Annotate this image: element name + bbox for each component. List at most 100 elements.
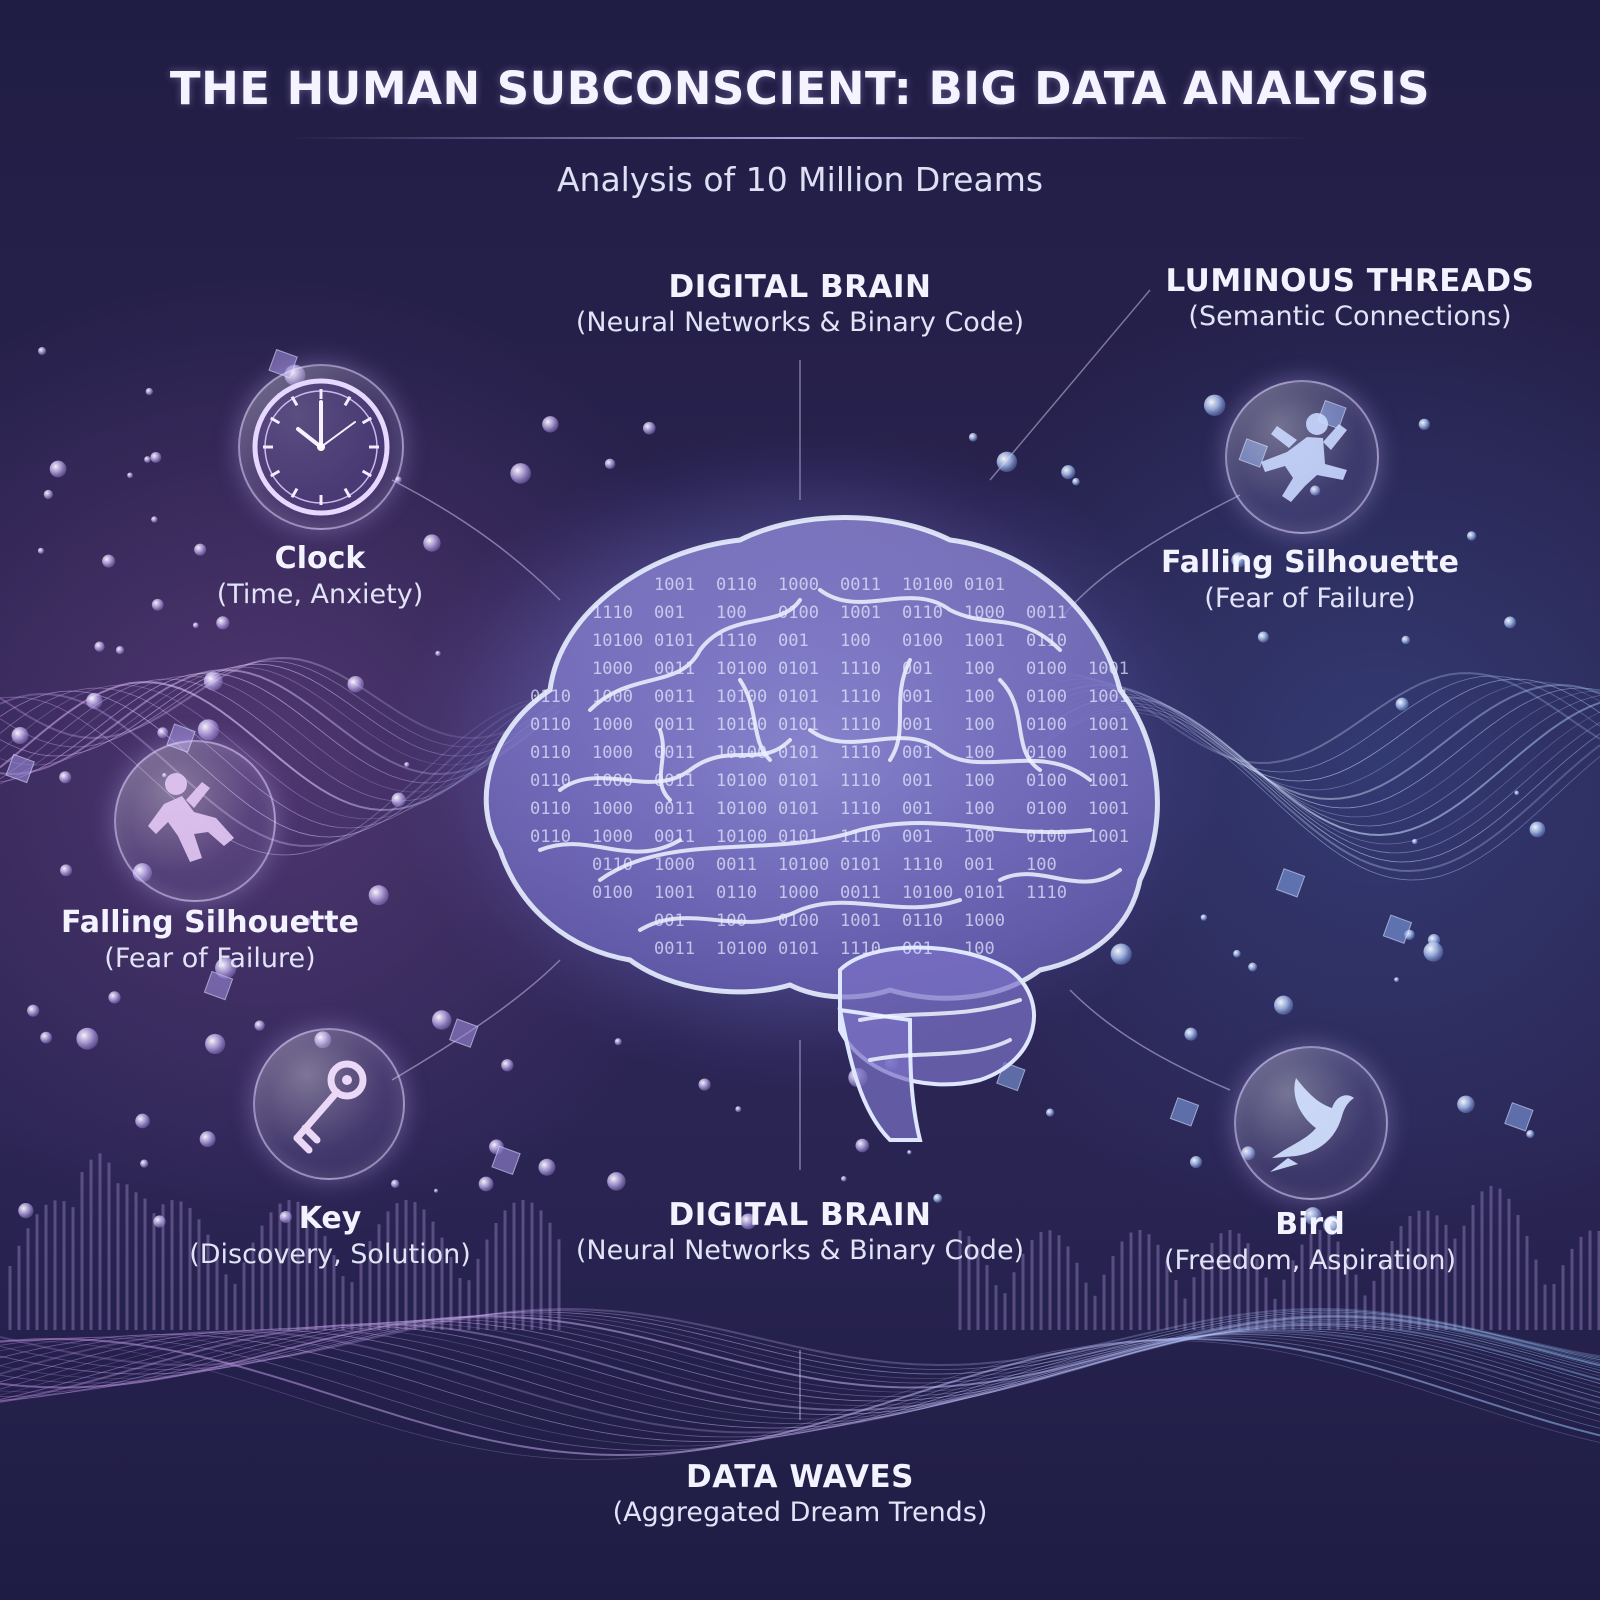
svg-text:1000: 1000 [592, 799, 633, 819]
falling-person-icon [148, 773, 234, 862]
svg-text:0011: 0011 [654, 743, 695, 763]
label-name: DIGITAL BRAIN [668, 1197, 932, 1233]
svg-text:001: 001 [902, 771, 933, 791]
bottom-data-waves [0, 1307, 1600, 1460]
title-divider [290, 137, 1310, 139]
svg-text:10100: 10100 [716, 687, 767, 707]
svg-text:0110: 0110 [530, 799, 571, 819]
digital-brain-bottom-label: DIGITAL BRAIN (Neural Networks & Binary … [480, 1196, 1120, 1268]
svg-text:0011: 0011 [840, 575, 881, 595]
svg-text:0011: 0011 [654, 827, 695, 847]
svg-text:1001: 1001 [1088, 799, 1129, 819]
page-title: THE HUMAN SUBCONSCIENT: BIG DATA ANALYSI… [169, 62, 1431, 115]
svg-text:0110: 0110 [592, 855, 633, 875]
svg-text:1110: 1110 [902, 855, 943, 875]
svg-text:001: 001 [902, 687, 933, 707]
svg-text:1110: 1110 [840, 799, 881, 819]
label-desc: (Fear of Failure) [1204, 583, 1416, 614]
key-label: Key (Discovery, Solution) [160, 1200, 500, 1272]
svg-text:1110: 1110 [840, 771, 881, 791]
falling-left-label: Falling Silhouette (Fear of Failure) [30, 904, 390, 976]
luminous-threads-label: LUMINOUS THREADS (Semantic Connections) [1130, 262, 1570, 334]
bird-bubble [1234, 1046, 1388, 1200]
svg-text:10100: 10100 [778, 855, 829, 875]
svg-text:1001: 1001 [964, 631, 1005, 651]
svg-text:0110: 0110 [530, 715, 571, 735]
svg-text:10100: 10100 [716, 659, 767, 679]
svg-text:1000: 1000 [592, 715, 633, 735]
label-name: DATA WAVES [685, 1459, 915, 1495]
clock-icon [252, 378, 390, 516]
svg-text:1000: 1000 [778, 883, 819, 903]
bird-icon [1270, 1078, 1354, 1172]
svg-text:0100: 0100 [592, 883, 633, 903]
svg-text:0100: 0100 [902, 631, 943, 651]
falling-right-bubble [1225, 380, 1379, 534]
label-desc: (Neural Networks & Binary Code) [575, 307, 1025, 338]
falling-person-icon [1261, 413, 1347, 502]
svg-text:001: 001 [902, 827, 933, 847]
svg-text:0101: 0101 [778, 939, 819, 959]
svg-text:0110: 0110 [530, 687, 571, 707]
svg-text:10100: 10100 [716, 827, 767, 847]
label-desc: (Discovery, Solution) [189, 1239, 471, 1270]
svg-text:100: 100 [964, 799, 995, 819]
label-desc: (Semantic Connections) [1188, 301, 1512, 332]
svg-text:1001: 1001 [1088, 743, 1129, 763]
svg-text:1001: 1001 [1088, 827, 1129, 847]
svg-text:100: 100 [964, 771, 995, 791]
svg-text:100: 100 [716, 911, 747, 931]
label-desc: (Aggregated Dream Trends) [612, 1497, 988, 1528]
svg-text:001: 001 [902, 715, 933, 735]
svg-text:0101: 0101 [840, 855, 881, 875]
label-name: Bird [1275, 1207, 1345, 1242]
svg-text:001: 001 [964, 855, 995, 875]
svg-text:0101: 0101 [778, 715, 819, 735]
svg-text:1000: 1000 [592, 771, 633, 791]
data-waves-label: DATA WAVES (Aggregated Dream Trends) [480, 1458, 1120, 1530]
svg-text:1001: 1001 [654, 575, 695, 595]
svg-text:100: 100 [964, 743, 995, 763]
svg-text:100: 100 [964, 687, 995, 707]
svg-text:1000: 1000 [592, 827, 633, 847]
svg-text:0100: 0100 [778, 603, 819, 623]
label-name: Falling Silhouette [1161, 545, 1459, 580]
svg-text:001: 001 [902, 939, 933, 959]
key-bubble [253, 1028, 405, 1180]
svg-text:100: 100 [840, 631, 871, 651]
svg-text:1001: 1001 [1088, 771, 1129, 791]
svg-text:1110: 1110 [716, 631, 757, 651]
svg-text:001: 001 [902, 659, 933, 679]
svg-text:1000: 1000 [654, 855, 695, 875]
svg-text:0100: 0100 [1026, 743, 1067, 763]
svg-text:0110: 0110 [902, 603, 943, 623]
clock-label: Clock (Time, Anxiety) [180, 540, 460, 612]
svg-text:100: 100 [964, 715, 995, 735]
svg-text:1110: 1110 [592, 603, 633, 623]
label-desc: (Fear of Failure) [104, 943, 316, 974]
svg-text:0101: 0101 [778, 743, 819, 763]
bird-label: Bird (Freedom, Aspiration) [1130, 1206, 1490, 1278]
svg-text:0011: 0011 [654, 799, 695, 819]
key-icon [293, 1060, 367, 1154]
particle-field [5, 346, 1546, 1235]
svg-text:10100: 10100 [716, 939, 767, 959]
svg-text:001: 001 [902, 743, 933, 763]
svg-text:0110: 0110 [1026, 631, 1067, 651]
svg-text:10100: 10100 [716, 715, 767, 735]
svg-text:001: 001 [902, 799, 933, 819]
svg-text:0101: 0101 [964, 883, 1005, 903]
label-name: Key [298, 1201, 362, 1236]
svg-text:0110: 0110 [716, 883, 757, 903]
falling-right-label: Falling Silhouette (Fear of Failure) [1130, 544, 1490, 616]
label-desc: (Freedom, Aspiration) [1163, 1245, 1457, 1276]
svg-text:1110: 1110 [1026, 883, 1067, 903]
svg-text:10100: 10100 [716, 743, 767, 763]
svg-text:1110: 1110 [840, 659, 881, 679]
svg-text:0011: 0011 [654, 939, 695, 959]
svg-text:0110: 0110 [530, 827, 571, 847]
svg-text:0101: 0101 [778, 771, 819, 791]
svg-text:0110: 0110 [530, 771, 571, 791]
svg-text:0110: 0110 [530, 743, 571, 763]
